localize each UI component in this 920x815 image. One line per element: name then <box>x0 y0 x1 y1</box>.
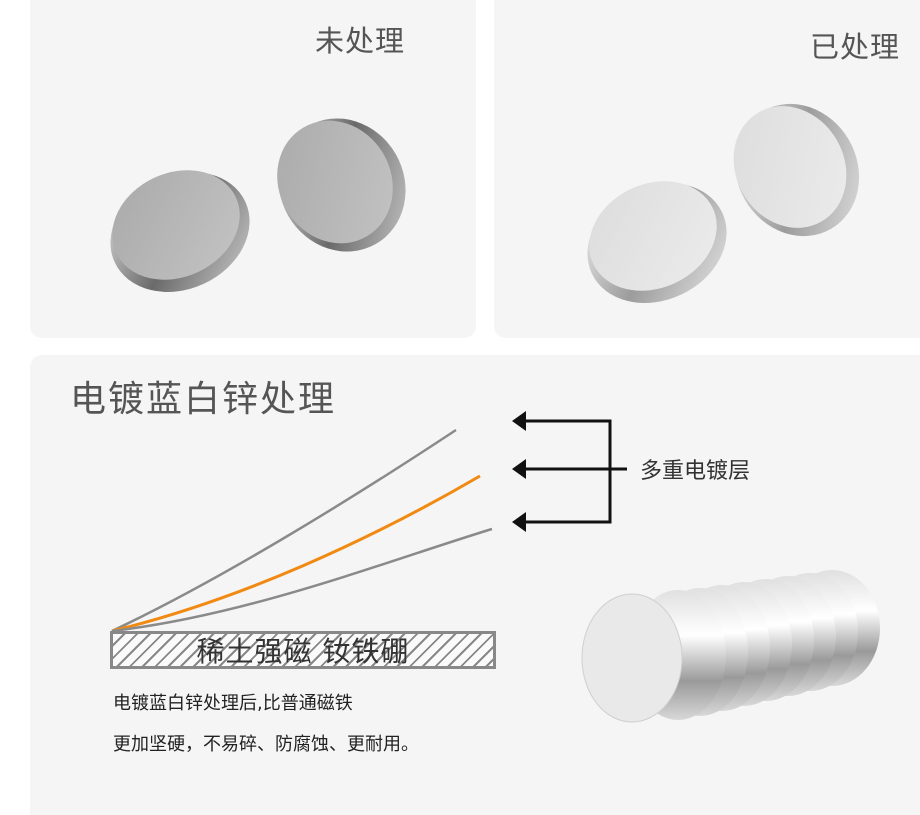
description-line-2: 更加坚硬，不易碎、防腐蚀、更耐用。 <box>113 734 419 755</box>
arrow-head-icon <box>512 411 526 532</box>
plating-layer-inner <box>111 527 493 633</box>
plating-layers-label: 多重电镀层 <box>640 459 751 484</box>
treated-label: 已处理 <box>810 30 901 64</box>
substrate-label: 稀土强磁 钕铁硼 <box>196 635 410 668</box>
process-title: 电镀蓝白锌处理 <box>70 379 337 420</box>
substrate-block: 稀土强磁 钕铁硼 <box>110 631 496 669</box>
treated-magnet-left <box>587 181 727 303</box>
plating-layer-accent <box>111 474 481 633</box>
untreated-magnet-left <box>110 170 250 292</box>
untreated-label: 未处理 <box>315 24 406 58</box>
treated-magnet-right <box>733 103 860 237</box>
plating-layer-outer <box>111 428 457 633</box>
stacked-magnets <box>581 570 880 723</box>
untreated-magnet-right <box>277 118 406 252</box>
callout-bracket <box>520 419 627 524</box>
description-line-1: 电镀蓝白锌处理后,比普通磁铁 <box>113 693 353 714</box>
